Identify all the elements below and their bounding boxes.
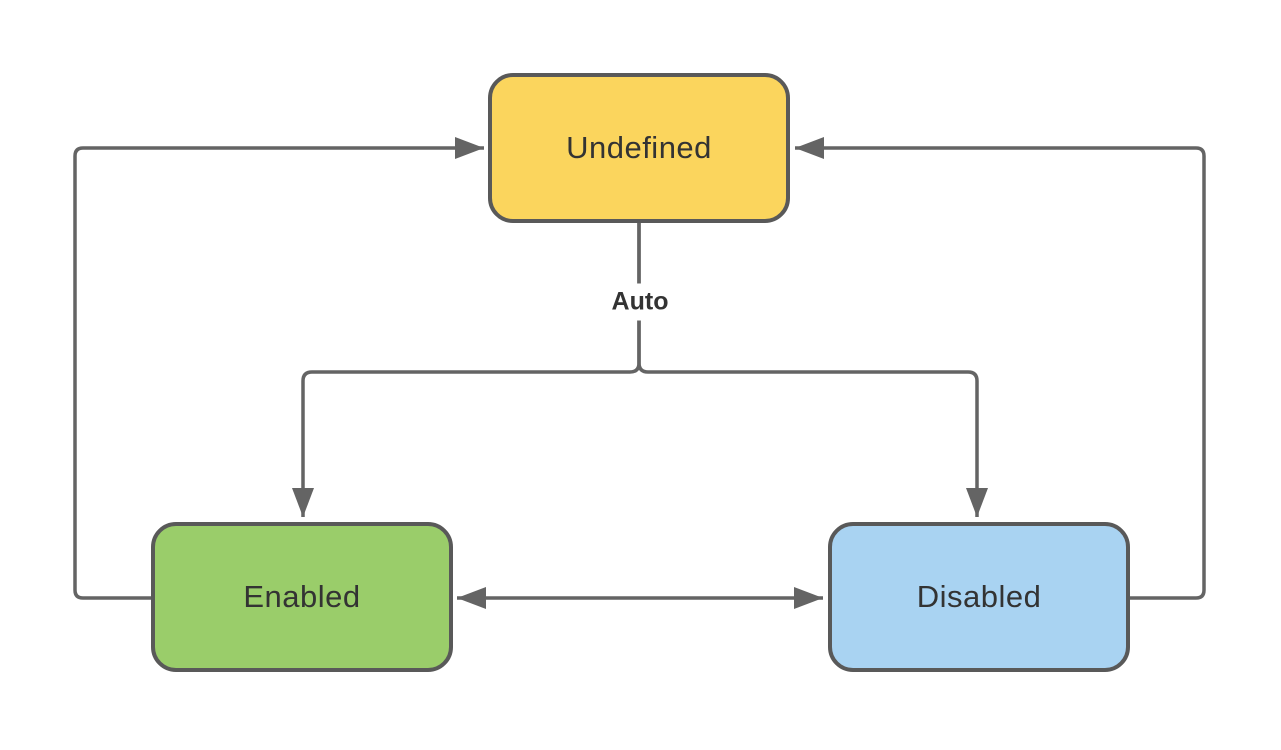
edge-undefined-to-enabled [292, 222, 641, 517]
state-node-disabled: Disabled [828, 522, 1130, 672]
state-node-disabled-label: Disabled [916, 579, 1042, 614]
edge-undefined-to-disabled [637, 222, 988, 517]
edge-enabled-to-undefined [73, 137, 484, 600]
state-node-enabled-label: Enabled [243, 579, 361, 614]
edge-label-auto: Auto [603, 283, 677, 321]
state-node-undefined: Undefined [488, 73, 790, 223]
state-node-undefined-label: Undefined [566, 130, 712, 165]
edge-disabled-to-undefined [795, 137, 1206, 600]
state-node-enabled: Enabled [151, 522, 453, 672]
